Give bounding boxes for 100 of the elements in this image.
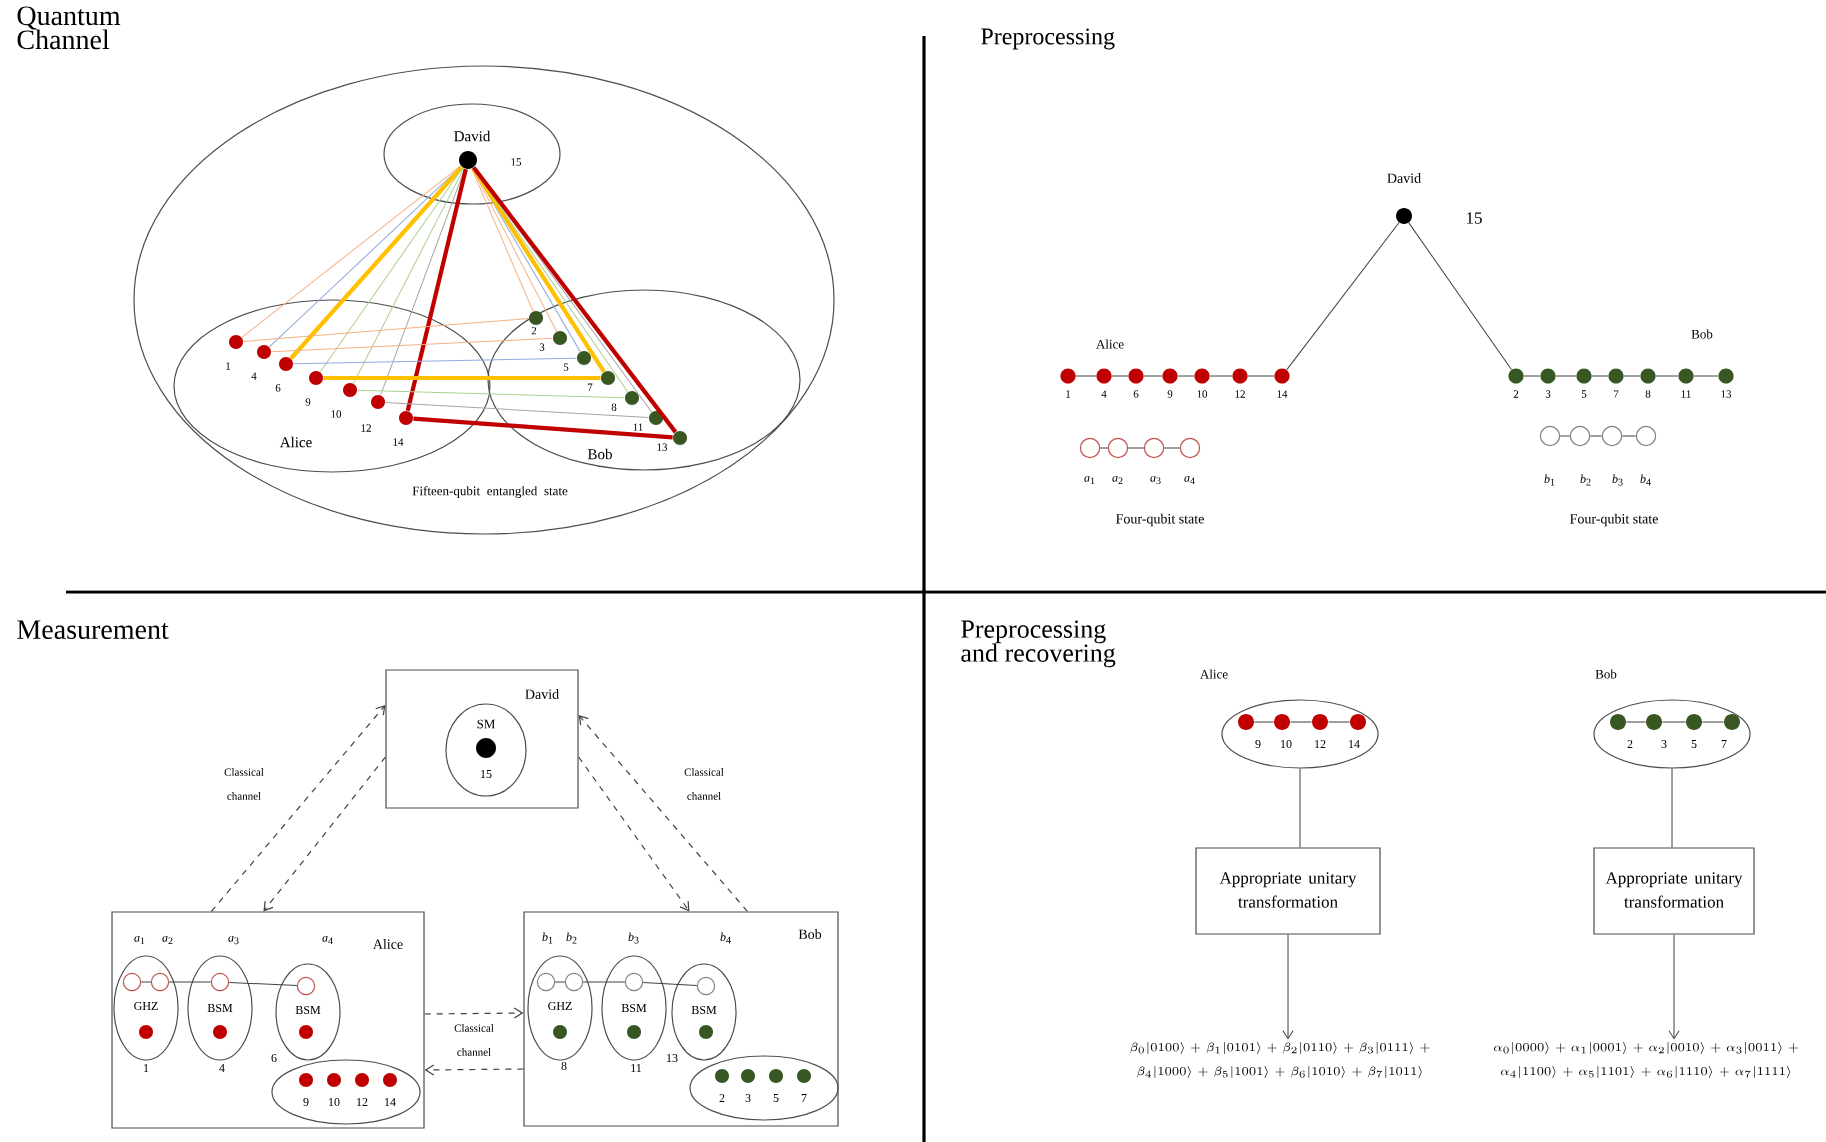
connector-line: [1693, 375, 1719, 377]
qubit-dot: [371, 395, 385, 409]
section-heading: Preprocessing: [981, 28, 1115, 50]
qubit-dot: [1238, 714, 1254, 730]
qubit-dot: [741, 1069, 755, 1083]
qubit-dot: [1646, 714, 1662, 730]
qubit-dot: [1540, 368, 1556, 384]
qubit-dot: [1576, 368, 1592, 384]
qubit-circle: [1635, 425, 1657, 447]
qubit-dot: [476, 738, 496, 758]
arrow: [263, 756, 386, 912]
qubit-dot: [797, 1069, 811, 1083]
arrow: [1282, 934, 1294, 1040]
connector-line: [1111, 375, 1129, 377]
connector-line: [642, 982, 698, 986]
process-box: Appropriate unitary transformation: [1195, 847, 1381, 935]
qubit-circle: [122, 972, 142, 992]
qubit-dot: [213, 1025, 227, 1039]
qubit-dot: [625, 391, 639, 405]
connector-line: [471, 168, 534, 312]
connector-line: [1209, 375, 1233, 377]
qubit-dot: [299, 1073, 313, 1087]
qubit-dot: [1128, 368, 1144, 384]
qubit-dot: [459, 151, 477, 169]
qubit-circle: [1539, 425, 1561, 447]
connector-line: [1589, 435, 1603, 437]
connector-line: [292, 357, 578, 365]
connector-line: [140, 981, 152, 983]
connector-line: [1655, 375, 1679, 377]
connector-line: [384, 401, 650, 419]
connector-line: [1621, 435, 1637, 437]
qubit-dot: [553, 331, 567, 345]
qubit-circle: [536, 972, 556, 992]
section-heading: Preprocessing and recovering: [961, 620, 1116, 668]
qubit-ellipse: [1593, 699, 1751, 769]
connector-line: [1127, 447, 1145, 449]
qubit-dot: [229, 335, 243, 349]
qubit-dot: [343, 383, 357, 397]
qubit-dot: [279, 357, 293, 371]
connector-line: [413, 416, 673, 440]
qubit-ellipse: [271, 1059, 421, 1125]
connector-line: [1701, 721, 1725, 723]
qubit-circle: [1079, 437, 1101, 459]
qubit-dot: [649, 411, 663, 425]
arrow: [210, 705, 386, 912]
connector-line: [1559, 435, 1571, 437]
connector-line: [380, 168, 466, 396]
qubit-number: 15: [1465, 212, 1483, 224]
qubit-dot: [673, 431, 687, 445]
qubit-dot: [257, 345, 271, 359]
connector-line: [1625, 721, 1647, 723]
connector-line: [168, 981, 212, 983]
qubit-dot: [699, 1025, 713, 1039]
connector-line: [1143, 375, 1163, 377]
process-box: Appropriate unitary transformation: [1593, 847, 1755, 935]
qubit-circle: [1601, 425, 1623, 447]
equation: $\alpha_0|0000\rangle+\alpha_1|0001\rangle+\alpha_2|0010\rangle+\alpha_3|0011\rangle +\alpha_4|1100\rangle+\alpha_5|1101\rangle+\alpha_6|1110\rangle+\alpha_7|1111\rangle$: [1493, 1042, 1799, 1078]
qubit-dot: [1194, 368, 1210, 384]
qubit-circle: [210, 972, 230, 992]
arrow: [578, 756, 690, 912]
qubit-dot: [1096, 368, 1112, 384]
qubit-dot: [1312, 714, 1328, 730]
connector-line: [405, 168, 468, 412]
connector-line: [352, 167, 465, 384]
arrow: [424, 1064, 524, 1076]
qubit-dot: [1718, 368, 1734, 384]
qubit-circle: [1179, 437, 1201, 459]
qubit-dot: [601, 371, 615, 385]
qubit-dot: [1162, 368, 1178, 384]
qubit-dot: [715, 1069, 729, 1083]
qubit-circle: [1569, 425, 1591, 447]
connector-line: [356, 389, 626, 399]
section-heading: Measurement: [17, 620, 169, 640]
connector-line: [472, 166, 678, 434]
qubit-dot: [299, 1025, 313, 1039]
connector-line: [289, 165, 464, 360]
arrow: [1668, 934, 1680, 1040]
qubit-circle: [150, 972, 170, 992]
arrow: [424, 1007, 524, 1019]
connector-line: [1099, 447, 1109, 449]
connector-line: [554, 981, 566, 983]
qubit-dot: [1350, 714, 1366, 730]
qubit-ellipse: [1221, 699, 1379, 769]
qubit-dot: [355, 1073, 369, 1087]
qubit-dot: [1232, 368, 1248, 384]
qubit-dot: [1508, 368, 1524, 384]
connector-line: [242, 318, 530, 342]
connector-line: [1299, 768, 1301, 848]
qubit-dot: [383, 1073, 397, 1087]
connector-line: [1075, 375, 1097, 377]
qubit-dot: [1610, 714, 1626, 730]
connector-line: [1591, 375, 1609, 377]
qubit-dot: [1274, 714, 1290, 730]
connector-line: [1661, 721, 1687, 723]
qubit-dot: [139, 1025, 153, 1039]
qubit-dot: [1274, 368, 1290, 384]
connector-line: [1253, 721, 1275, 723]
qubit-dot: [577, 351, 591, 365]
connector-line: [1289, 721, 1313, 723]
qubit-dot: [1640, 368, 1656, 384]
